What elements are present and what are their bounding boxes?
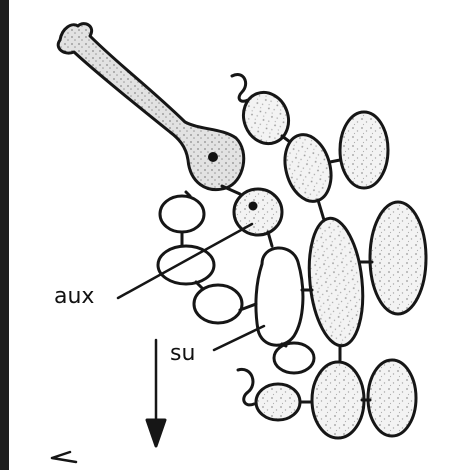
curl-lower <box>238 369 254 404</box>
lower-cell-right <box>368 360 416 436</box>
direction-arrow-head <box>147 420 165 446</box>
curl-upper <box>232 75 248 102</box>
left-cell-3 <box>194 285 242 323</box>
right-large-cell <box>370 202 426 314</box>
left-cell-1 <box>160 196 204 232</box>
corner-arrow-mark <box>52 452 76 462</box>
nucleus-auxiliary <box>249 202 258 211</box>
lower-cell-middle <box>312 362 364 438</box>
support-cell <box>256 248 303 345</box>
lower-cell-small <box>256 384 300 420</box>
small-plain-cell <box>274 343 314 373</box>
right-cell-1 <box>340 112 388 188</box>
su-leader-line <box>214 326 264 350</box>
left-cell-2 <box>158 246 214 284</box>
label-aux: aux <box>54 286 94 308</box>
middle-long-cell <box>303 216 368 349</box>
auxiliary-cell <box>234 189 282 235</box>
label-su: su <box>170 343 195 365</box>
stalked-terminal-cell <box>58 24 244 190</box>
nucleus-terminal <box>208 152 218 162</box>
